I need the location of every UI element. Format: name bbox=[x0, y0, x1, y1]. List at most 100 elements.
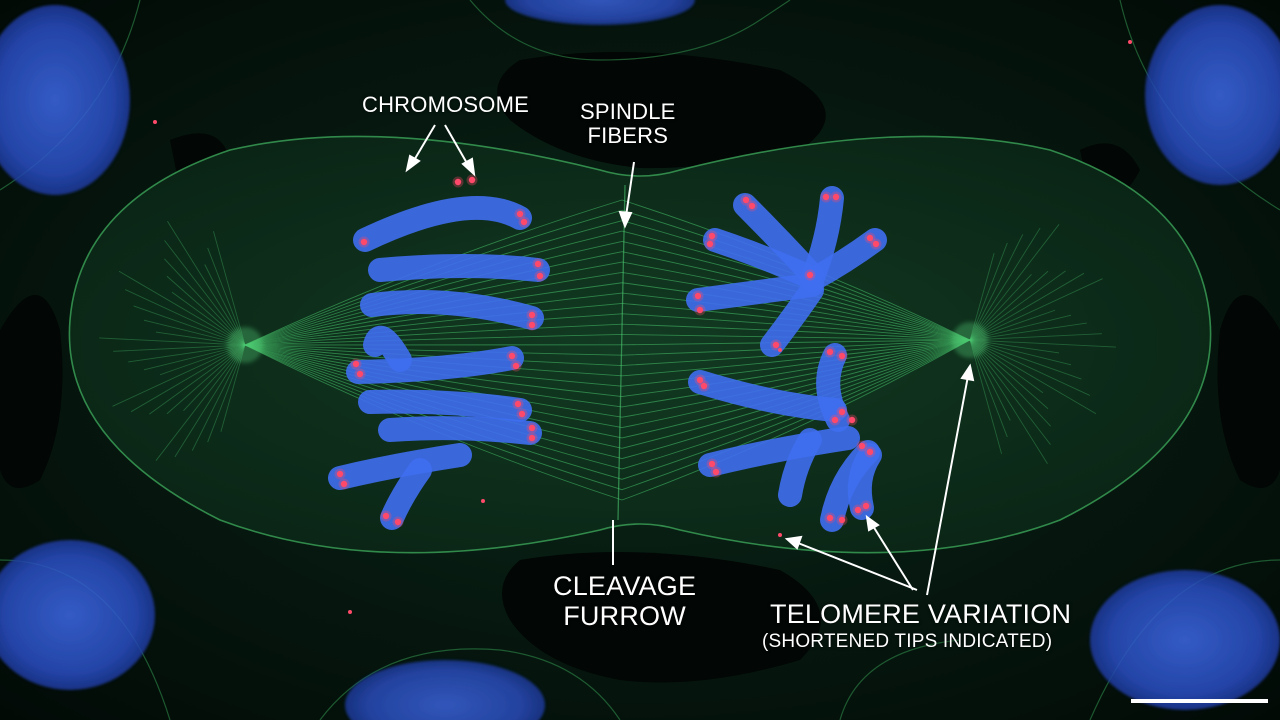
spindle-fiber bbox=[621, 339, 971, 408]
spindle-fiber bbox=[621, 339, 971, 346]
telomere-spot bbox=[694, 292, 702, 300]
astral-ray bbox=[969, 339, 1097, 415]
telomere-glow bbox=[334, 468, 346, 480]
spindle-fiber bbox=[244, 240, 623, 346]
telomere-spot bbox=[838, 408, 846, 416]
telomere-glow bbox=[532, 258, 544, 270]
telomere-glow bbox=[746, 200, 758, 212]
telomere-glow bbox=[870, 238, 882, 250]
telomere-spot bbox=[352, 360, 360, 368]
astral-ray bbox=[113, 344, 246, 352]
telomere-glow bbox=[518, 216, 530, 228]
telomere-spot bbox=[708, 232, 716, 240]
chromosome-arm bbox=[816, 343, 850, 432]
telomere-spot bbox=[854, 506, 862, 514]
telomere-spot bbox=[336, 470, 344, 478]
chromosome-arm bbox=[380, 458, 432, 530]
telomere-glow bbox=[698, 380, 710, 392]
telomere-spot bbox=[748, 202, 756, 210]
telomere-glow bbox=[864, 232, 876, 244]
telomere-spot bbox=[806, 271, 814, 279]
spindle-fiber bbox=[244, 302, 623, 346]
telomere-glow bbox=[338, 478, 350, 490]
astral-ray bbox=[191, 344, 246, 451]
telomere-spot bbox=[832, 193, 840, 201]
chromosome-arm bbox=[346, 346, 524, 384]
astral-ray bbox=[969, 234, 1024, 341]
spindle-fiber bbox=[621, 334, 971, 341]
spindle-fiber bbox=[621, 339, 971, 397]
telomere-glow bbox=[846, 414, 858, 426]
telomere-spot bbox=[382, 512, 390, 520]
astral-ray bbox=[128, 344, 246, 363]
telomere-glow bbox=[514, 208, 526, 220]
left-centrosome bbox=[227, 327, 263, 363]
chromosome-arm bbox=[760, 278, 824, 357]
cleavage-furrow-label: CLEAVAGE FURROW bbox=[553, 571, 697, 631]
telomere-spot bbox=[706, 240, 714, 248]
spindle-fiber bbox=[244, 323, 623, 346]
chromosome-sets bbox=[328, 186, 887, 532]
astral-ray bbox=[969, 339, 1002, 454]
astral-ray bbox=[969, 227, 1041, 341]
telomere-glow bbox=[392, 516, 404, 528]
chromosome-arm bbox=[368, 254, 550, 282]
telomere-glow bbox=[694, 374, 706, 386]
astral-ray bbox=[133, 305, 246, 346]
astral-ray bbox=[155, 344, 246, 461]
scale-bar bbox=[1131, 699, 1268, 703]
telomere-glow bbox=[694, 304, 706, 316]
telomere-glow bbox=[770, 339, 782, 351]
telomere-glow bbox=[510, 360, 522, 372]
telomere-spot bbox=[866, 234, 874, 242]
astral-ray bbox=[969, 278, 1103, 341]
right-centrosome bbox=[952, 322, 988, 358]
telomere-glow bbox=[824, 346, 836, 358]
telomere-glow bbox=[706, 458, 718, 470]
telomere-glow bbox=[512, 398, 524, 410]
telomere-spot bbox=[454, 178, 462, 186]
telomere-glow bbox=[380, 510, 392, 522]
telomere-glow bbox=[852, 504, 864, 516]
telomere-glow bbox=[864, 446, 876, 458]
telomere-spot bbox=[528, 424, 536, 432]
telomere-spot bbox=[528, 311, 536, 319]
telomere-spot bbox=[772, 341, 780, 349]
telomere-spot bbox=[708, 460, 716, 468]
telomere-glow bbox=[354, 368, 366, 380]
astral-ray bbox=[969, 339, 1048, 464]
telomere-spot bbox=[512, 362, 520, 370]
astral-ray bbox=[125, 289, 246, 346]
astral-ray bbox=[969, 339, 1051, 445]
telomere-spot bbox=[742, 196, 750, 204]
astral-ray bbox=[969, 322, 1087, 341]
spindle-fiber bbox=[244, 313, 623, 346]
astral-ray bbox=[969, 270, 1066, 341]
spindle-fiber bbox=[244, 230, 623, 346]
telomere-glow bbox=[526, 432, 538, 444]
chromosome-arm bbox=[378, 416, 542, 445]
spindle-fiber bbox=[621, 339, 971, 366]
astral-ray bbox=[213, 231, 246, 346]
telomere-spot bbox=[520, 218, 528, 226]
telomere-variation-sublabel: (SHORTENED TIPS INDICATED) bbox=[762, 631, 1053, 652]
telomere-spot bbox=[518, 410, 526, 418]
telomere-spot bbox=[340, 480, 348, 488]
telomere-spot bbox=[360, 238, 368, 246]
telomere-spot bbox=[356, 370, 364, 378]
spindle-fiber bbox=[244, 334, 623, 346]
telomere-spot bbox=[872, 240, 880, 248]
telomere-glow bbox=[526, 422, 538, 434]
chromosome-arm bbox=[778, 428, 822, 507]
telomere-spot bbox=[514, 400, 522, 408]
spindle-fiber bbox=[621, 339, 971, 418]
spindle-fiber bbox=[244, 292, 623, 346]
telomere-spot bbox=[862, 502, 870, 510]
astral-ray bbox=[969, 339, 1090, 396]
spindle-fiber bbox=[621, 339, 971, 356]
spindle-fiber bbox=[621, 339, 971, 501]
telomere-glow bbox=[824, 512, 836, 524]
telomere-spot bbox=[536, 272, 544, 280]
telomere-glow bbox=[860, 500, 872, 512]
